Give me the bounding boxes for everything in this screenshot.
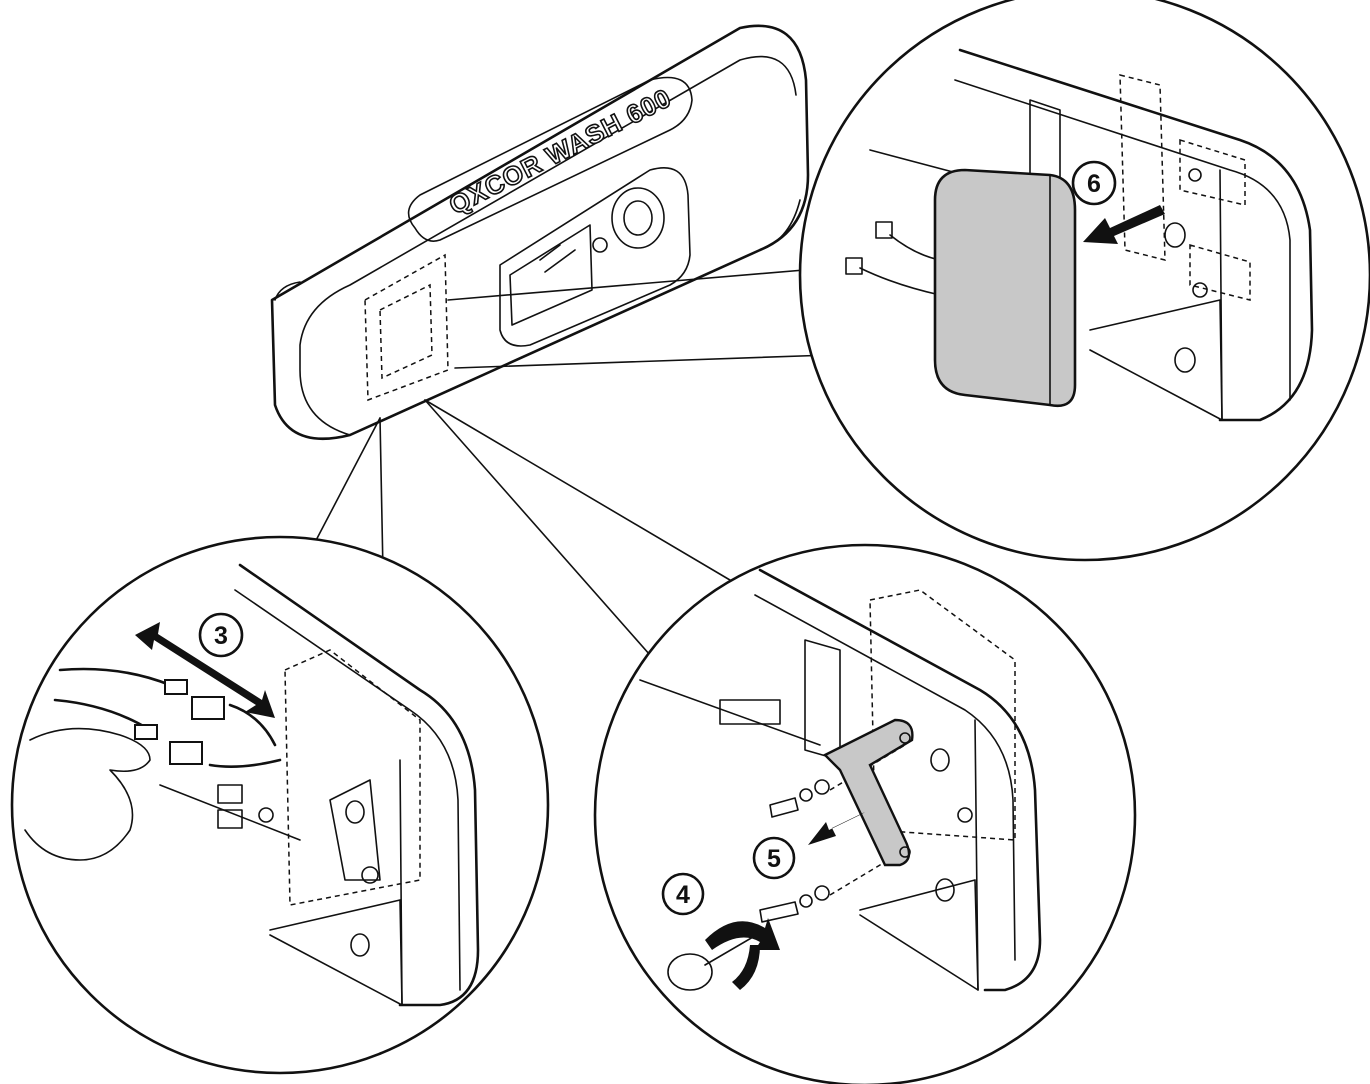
step-callout-5: 5 xyxy=(752,836,796,880)
hand-icon xyxy=(24,727,151,861)
step-callout-3: 3 xyxy=(198,612,244,658)
bracket-part xyxy=(822,718,914,867)
detail-view-step-6 xyxy=(798,0,1370,562)
connector-plug-2 xyxy=(134,724,158,740)
step-callout-6: 6 xyxy=(1071,160,1117,206)
connector-socket xyxy=(191,696,225,720)
connector-plug xyxy=(164,679,188,695)
svg-text:6: 6 xyxy=(1087,170,1101,198)
connector-socket-2 xyxy=(169,741,203,765)
svg-text:3: 3 xyxy=(214,622,228,650)
brand-label: QXCOR WASH 600 xyxy=(444,82,676,220)
leader-lines xyxy=(311,267,831,656)
svg-text:4: 4 xyxy=(676,881,690,909)
cover-part xyxy=(933,168,1077,408)
detail-view-step-3 xyxy=(10,535,550,1075)
svg-text:5: 5 xyxy=(767,845,781,873)
keypad-icon xyxy=(611,187,665,249)
disconnect-arrow-icon xyxy=(135,622,275,718)
remove-arrow-icon xyxy=(808,812,865,845)
rotate-arrow-icon xyxy=(705,918,780,950)
device-housing: QXCOR WASH 600 xyxy=(270,24,810,440)
step-callout-4: 4 xyxy=(661,872,705,916)
detail-view-step-4-5 xyxy=(593,543,1137,1084)
insert-arrow-icon xyxy=(1083,205,1165,244)
